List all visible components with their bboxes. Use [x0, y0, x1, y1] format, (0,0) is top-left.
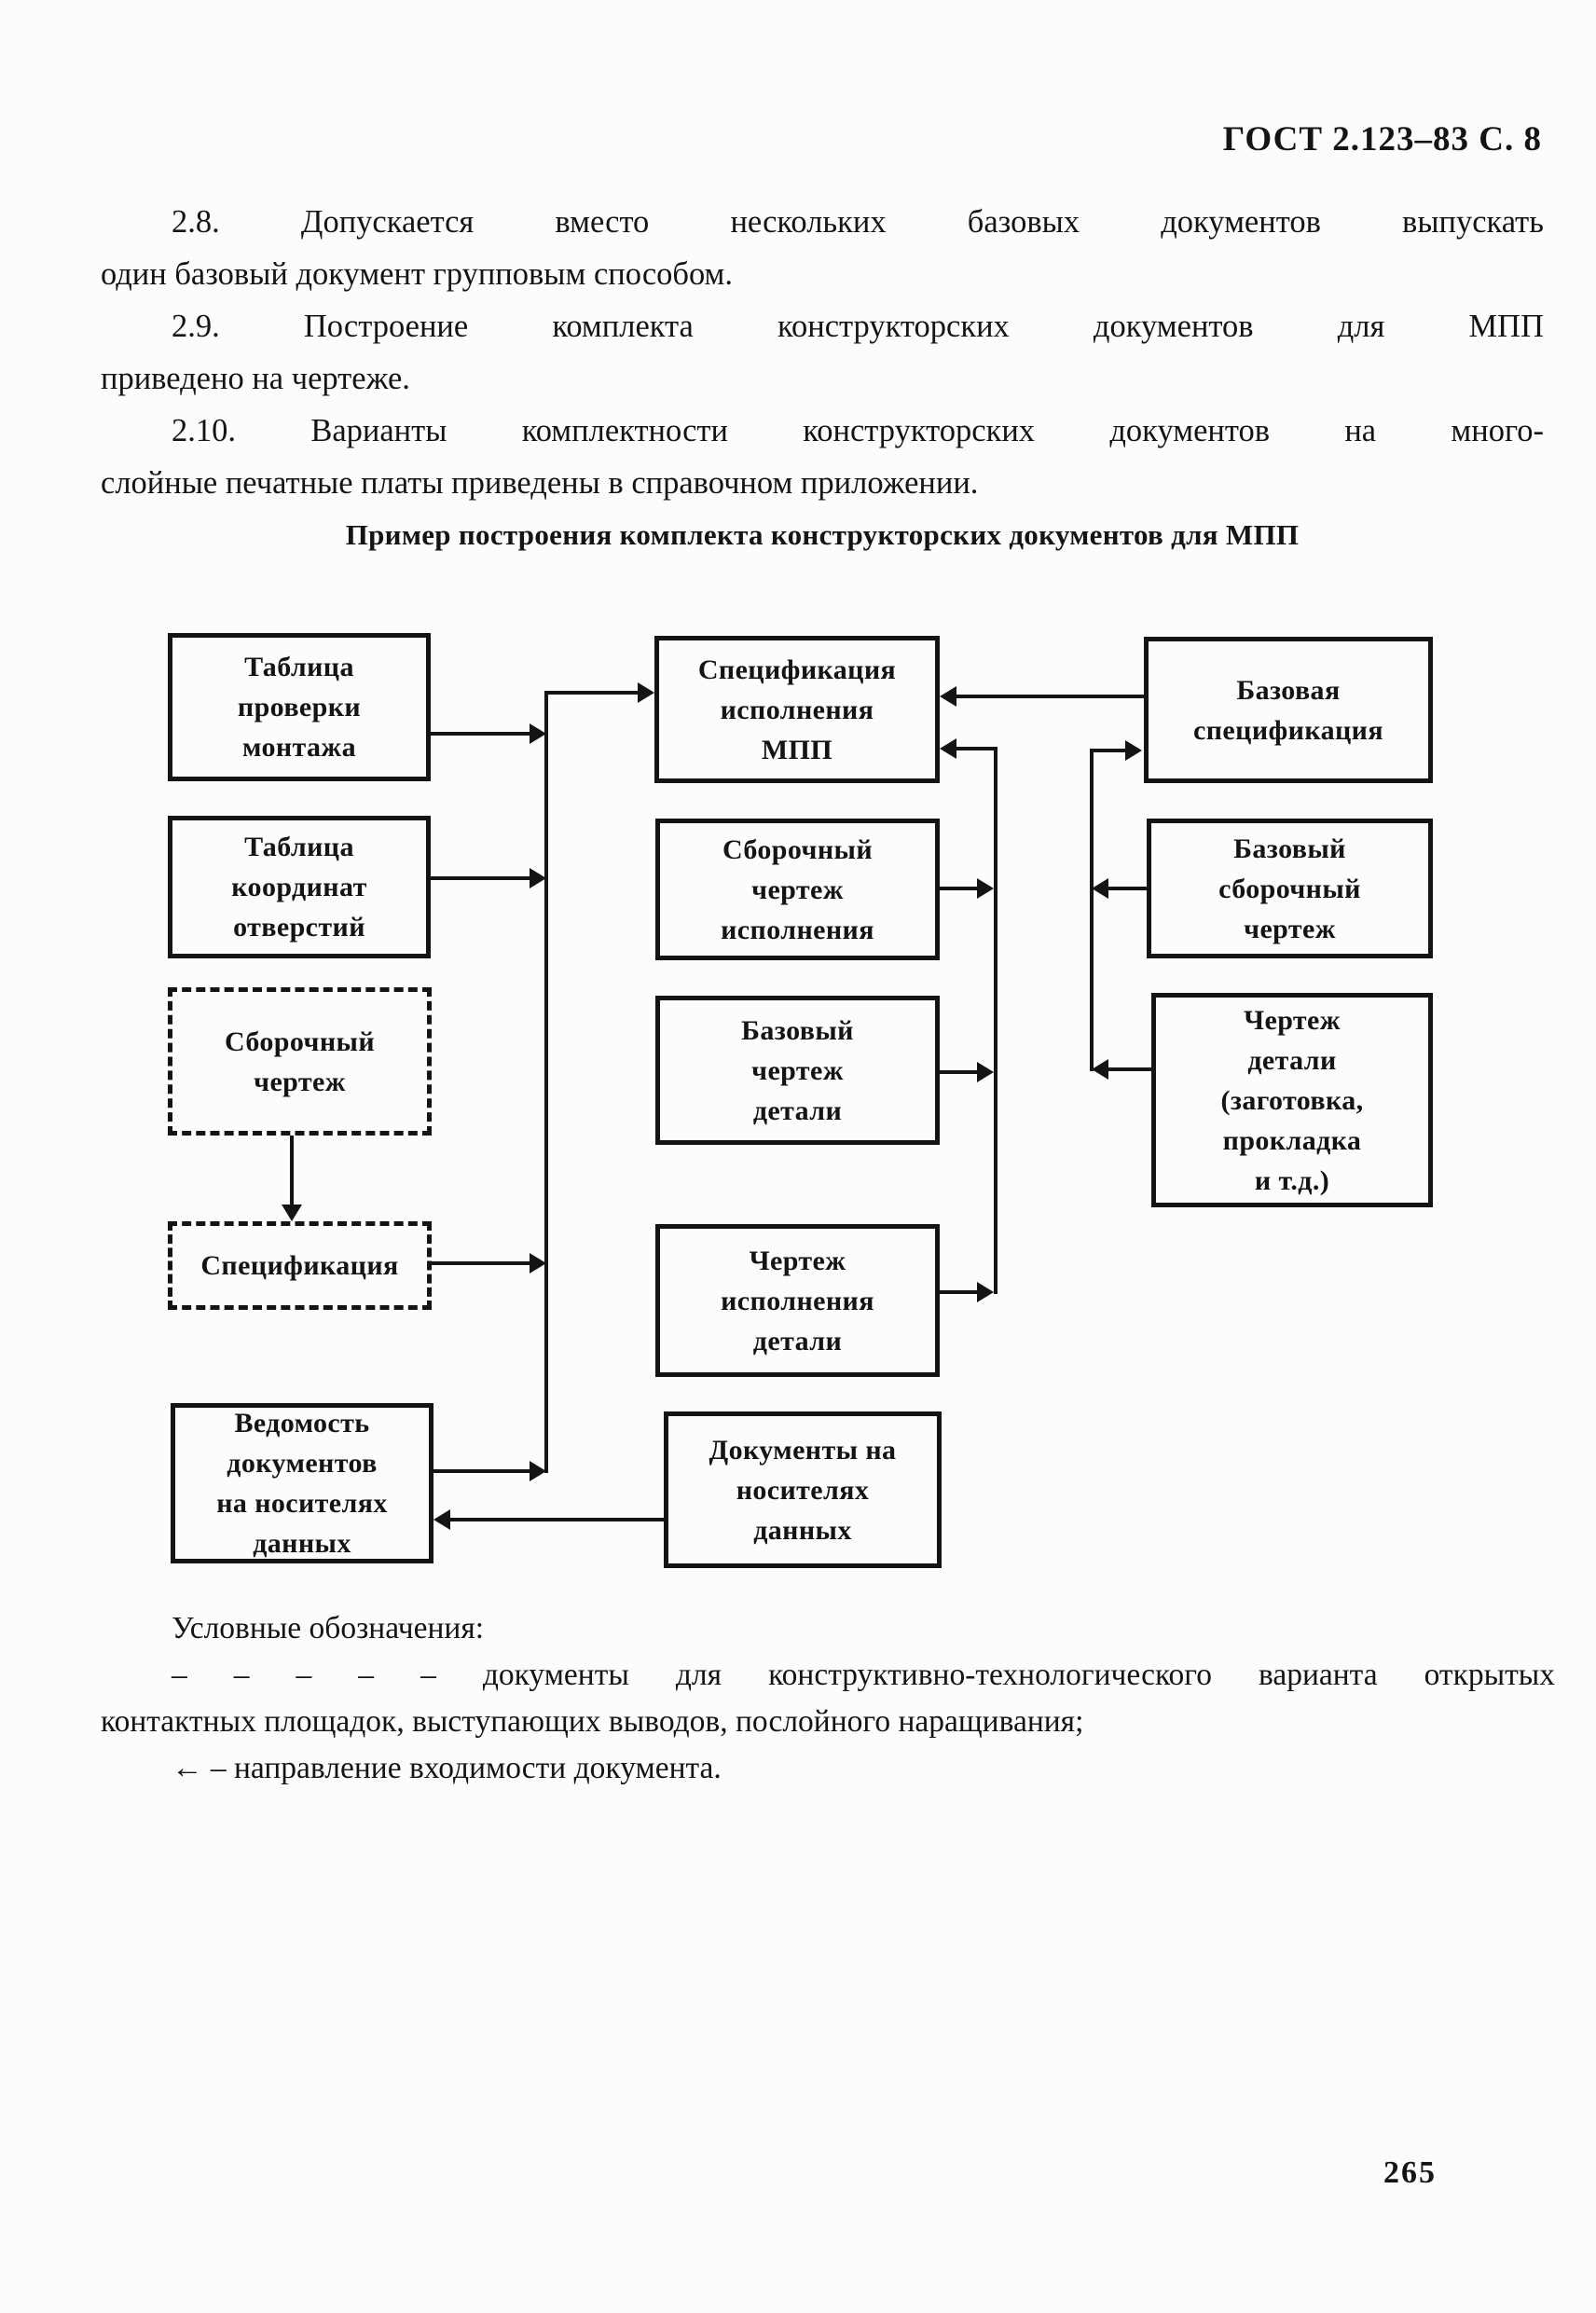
box-label: Базовый сборочный чертеж [1218, 833, 1361, 944]
box-base-assembly-drawing: Базовый сборочный чертеж [1147, 819, 1433, 958]
legend-dashed-item-line1: – – – – – документы для конструктивно-те… [172, 1658, 1555, 1692]
box-label: Базовый чертеж детали [741, 1014, 854, 1126]
page-header: ГОСТ 2.123–83 С. 8 [1222, 120, 1542, 158]
legend-dashed-item-line2: контактных площадок, выступающих выводов… [101, 1704, 1084, 1739]
page-number: 265 [1383, 2155, 1437, 2190]
paragraph-2-8-line1: 2.8. Допускается вместо нескольких базов… [172, 204, 1544, 240]
box-label: Таблица координат отверстий [231, 832, 367, 943]
body-text: 2.8. Допускается вместо нескольких базов… [101, 196, 1544, 509]
arrowhead-part-version-icon [977, 1282, 994, 1302]
paragraph-2-9-line1: 2.9. Построение комплекта конструкторски… [172, 309, 1544, 344]
arrowhead-hole-table-icon [530, 868, 546, 888]
arrowhead-data-media-list-icon [530, 1461, 546, 1481]
box-label: Спецификация [200, 1250, 399, 1281]
arrowhead-into-base-spec-icon [1125, 740, 1142, 761]
box-base-specification: Базовая спецификация [1144, 637, 1433, 783]
paragraph-2-9-line2: приведено на чертеже. [101, 361, 410, 396]
legend-heading: Условные обозначения: [172, 1611, 485, 1645]
connector-mounting-table-out [431, 732, 533, 736]
connector-trunk-middle-to-spec [955, 747, 998, 750]
box-label: Базовая спецификация [1193, 674, 1383, 746]
connector-specification-out [432, 1261, 533, 1265]
connector-base-assembly-out [1108, 887, 1147, 890]
connector-assembly-to-spec [290, 1136, 294, 1208]
box-label: Документы на носителях данных [709, 1434, 897, 1546]
connector-base-part-out [940, 1070, 981, 1074]
connector-base-spec-to-mpp-spec [955, 695, 1144, 698]
box-part-version-drawing: Чертеж исполнения детали [655, 1224, 940, 1377]
connector-media-docs-to-list [449, 1518, 664, 1521]
box-label: Сборочный чертеж [224, 1026, 376, 1097]
arrowhead-base-assembly-icon [1092, 878, 1108, 899]
arrowhead-version-assembly-icon [977, 878, 994, 899]
connector-trunk-middle [994, 747, 998, 1294]
arrowhead-base-part-icon [977, 1062, 994, 1082]
arrowhead-part-drawing-icon [1092, 1059, 1108, 1080]
diagram-title: Пример построения комплекта конструкторс… [345, 518, 1300, 551]
box-base-part-drawing: Базовый чертеж детали [655, 996, 940, 1145]
box-label: Спецификация исполнения МПП [697, 654, 897, 765]
connector-hole-table-out [431, 876, 533, 880]
legend-arrow-item: ← – направление входимости документа. [172, 1751, 722, 1785]
arrowhead-trunk-middle-icon [940, 738, 956, 759]
arrowhead-specification-icon [530, 1253, 546, 1274]
arrowhead-media-docs-to-list-icon [433, 1509, 450, 1530]
box-data-media-documents: Документы на носителях данных [664, 1411, 942, 1568]
connector-trunk-right-to-base-spec [1090, 749, 1129, 752]
connector-trunk-left-to-spec [544, 691, 640, 695]
paragraph-2-8-line2: один базовый документ групповым способом… [101, 256, 733, 292]
connector-trunk-left [544, 691, 548, 1473]
connector-trunk-right [1090, 749, 1094, 1071]
arrowhead-into-mpp-spec-left-icon [638, 682, 654, 703]
connector-data-media-list-out [433, 1469, 533, 1473]
connector-part-version-out [940, 1290, 981, 1294]
arrowhead-assembly-to-spec-icon [282, 1205, 302, 1221]
paragraph-2-10-line1: 2.10. Варианты комплектности конструктор… [172, 413, 1544, 448]
legend: Условные обозначения: – – – – – документ… [101, 1605, 1555, 1792]
box-label: Чертеж детали (заготовка, прокладка и т.… [1220, 1004, 1364, 1196]
arrowhead-mounting-table-icon [530, 723, 546, 744]
box-hole-coordinates-table: Таблица координат отверстий [168, 816, 431, 958]
box-mpp-version-specification: Спецификация исполнения МПП [654, 636, 940, 783]
arrowhead-base-spec-to-mpp-spec-icon [940, 686, 956, 707]
box-version-assembly-drawing: Сборочный чертеж исполнения [655, 819, 940, 960]
box-specification-dashed: Спецификация [168, 1221, 432, 1310]
box-mounting-check-table: Таблица проверки монтажа [168, 633, 431, 781]
paragraph-2-10-line2: слойные печатные платы приведены в справ… [101, 465, 979, 501]
box-label: Чертеж исполнения детали [721, 1245, 874, 1356]
connector-version-assembly-out [940, 887, 981, 890]
box-part-drawing-blank: Чертеж детали (заготовка, прокладка и т.… [1151, 993, 1433, 1207]
box-assembly-drawing-dashed: Сборочный чертеж [168, 987, 432, 1136]
box-data-media-list: Ведомость документов на носителях данных [171, 1403, 433, 1563]
box-label: Сборочный чертеж исполнения [721, 833, 874, 945]
box-label: Таблица проверки монтажа [237, 652, 362, 763]
box-label: Ведомость документов на носителях данных [216, 1408, 388, 1559]
connector-part-drawing-out [1108, 1067, 1151, 1071]
